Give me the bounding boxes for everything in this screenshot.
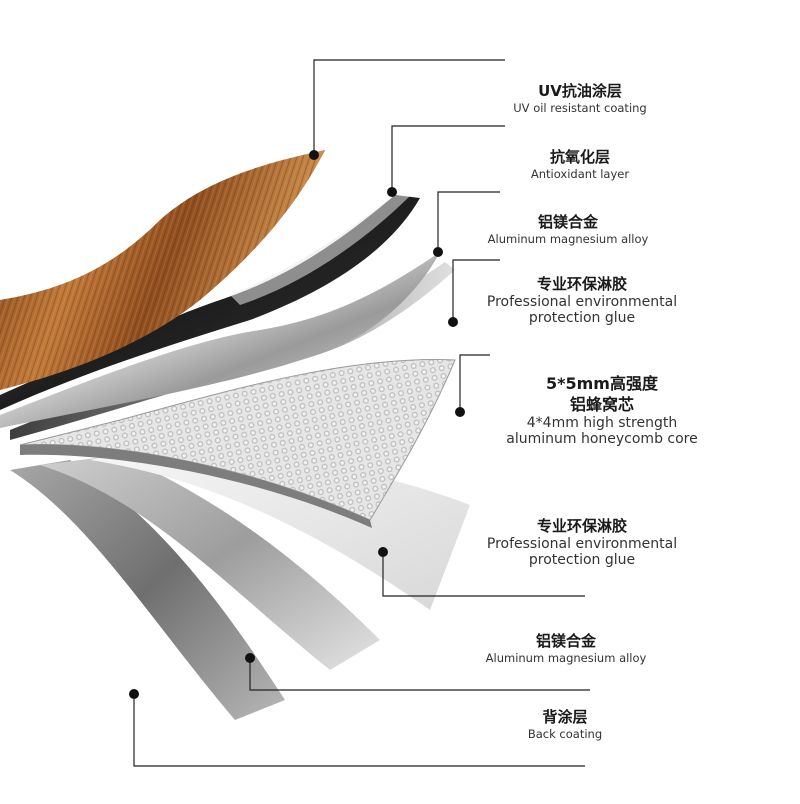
- label-alloy-top: 铝镁合金 Aluminum magnesium alloy: [468, 213, 668, 247]
- label-uv-en: UV oil resistant coating: [513, 101, 647, 115]
- leader-glue-bottom: [382, 552, 585, 597]
- label-glue-bottom-cn: 专业环保淋胶: [536, 517, 627, 535]
- label-glue-top-en-1: Professional environmental: [486, 294, 678, 310]
- label-uv-cn: UV抗油涂层: [538, 82, 622, 100]
- leader-glue-top: [452, 259, 500, 322]
- label-core-en-2: aluminum honeycomb core: [506, 431, 698, 447]
- label-back: 背涂层 Back coating: [505, 708, 625, 742]
- leader-uv: [313, 59, 505, 155]
- alloy-top-sheet: [0, 252, 440, 428]
- label-core-cn-2: 铝蜂窝芯: [569, 395, 634, 414]
- alloy-bottom-sheet: [40, 455, 380, 670]
- label-antioxidant-cn: 抗氧化层: [549, 148, 610, 166]
- label-glue-top-en-2: protection glue: [528, 310, 636, 326]
- label-glue-bottom: 专业环保淋胶 Professional environmental protec…: [472, 517, 692, 568]
- leader-lines: [133, 59, 590, 767]
- label-core-en-1: 4*4mm high strength: [526, 415, 678, 431]
- leader-dots: [129, 150, 465, 699]
- antioxidant-sheet: [0, 195, 420, 410]
- label-core: 5*5mm高强度 铝蜂窝芯 4*4mm high strength alumin…: [492, 373, 712, 447]
- label-alloy-bottom-en: Aluminum magnesium alloy: [485, 651, 647, 665]
- label-uv: UV抗油涂层 UV oil resistant coating: [500, 82, 660, 116]
- label-alloy-bottom: 铝镁合金 Aluminum magnesium alloy: [466, 632, 666, 666]
- label-back-en: Back coating: [527, 727, 603, 741]
- label-glue-top-cn: 专业环保淋胶: [536, 275, 627, 293]
- label-antioxidant: 抗氧化层 Antioxidant layer: [500, 148, 660, 182]
- label-glue-bottom-en-2: protection glue: [528, 552, 636, 568]
- label-alloy-bottom-cn: 铝镁合金: [535, 632, 596, 650]
- leader-back: [133, 694, 585, 767]
- label-glue-bottom-en-1: Professional environmental: [486, 536, 678, 552]
- label-core-cn-1: 5*5mm高强度: [546, 374, 658, 393]
- leader-alloy-top: [437, 191, 500, 252]
- back-coating-sheet: [10, 460, 285, 720]
- label-antioxidant-en: Antioxidant layer: [530, 167, 630, 181]
- leader-alloy-bottom: [249, 658, 590, 691]
- leader-antiox: [391, 125, 505, 192]
- label-alloy-top-en: Aluminum magnesium alloy: [487, 232, 649, 246]
- label-glue-top: 专业环保淋胶 Professional environmental protec…: [472, 275, 692, 326]
- label-alloy-top-cn: 铝镁合金: [537, 213, 598, 231]
- leader-core: [459, 354, 490, 412]
- label-back-cn: 背涂层: [542, 708, 588, 726]
